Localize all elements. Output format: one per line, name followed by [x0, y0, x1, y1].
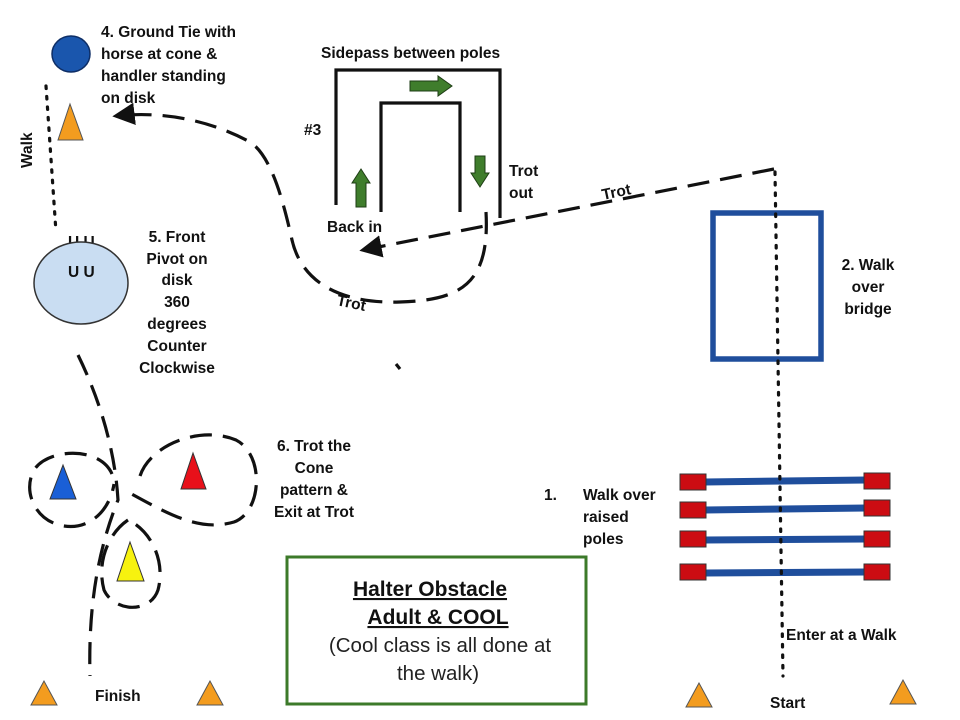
- station-2-line: bridge: [844, 301, 892, 318]
- station-5-line: 360: [164, 294, 190, 311]
- station-2-line: over: [852, 279, 885, 296]
- trot-out-arrow-down: [470, 155, 490, 188]
- station-5-line: disk: [161, 272, 192, 289]
- pole-row-3: [679, 530, 891, 548]
- bridge: [710, 210, 824, 362]
- blue-cone: [49, 463, 77, 500]
- pivot-disk: [33, 241, 129, 325]
- pole-row-4: [679, 563, 891, 581]
- pole-row-2: [679, 499, 891, 519]
- title-line-4: the walk): [397, 662, 479, 685]
- station-4-label: 4. Ground Tie with horse at cone & handl…: [101, 24, 236, 107]
- station-2-line: 2. Walk: [842, 257, 895, 274]
- orange-cone-finish-right: [196, 679, 224, 706]
- station-1-number: 1.: [544, 487, 557, 504]
- sidepass-arrow-right: [409, 75, 453, 97]
- title-line-1: Halter Obstacle: [353, 578, 507, 601]
- title-line-2: Adult & COOL: [367, 606, 508, 629]
- station-4-line: on disk: [101, 90, 156, 107]
- station-4-line: 4. Ground Tie with: [101, 24, 236, 41]
- station-5-line: Pivot on: [146, 251, 207, 268]
- cone-loop-blue: [28, 451, 116, 529]
- station-2-label: 2. Walk over bridge: [842, 257, 895, 318]
- cone-loop-red: [127, 433, 258, 527]
- entry-walk-path: [773, 170, 785, 678]
- trot-out-label: Trot: [509, 163, 538, 180]
- trot-label-bottom: Trot: [335, 292, 367, 315]
- trot-out-label: out: [509, 185, 533, 202]
- orange-cone-start-left: [685, 681, 713, 708]
- red-cone: [180, 451, 207, 490]
- orange-cone-ground-tie: [57, 102, 84, 141]
- walk-path: [44, 84, 58, 234]
- title-line-3: (Cool class is all done at: [329, 634, 551, 657]
- back-in-label: Back in: [327, 219, 382, 236]
- raised-poles: [679, 472, 891, 581]
- pole-end-right: [863, 472, 891, 490]
- station-4-line: handler standing: [101, 68, 226, 85]
- ground-tie-disk: [51, 35, 91, 73]
- pole-end-left: [679, 501, 707, 519]
- station-4-line: horse at cone &: [101, 46, 217, 63]
- start-label: Start: [770, 695, 805, 712]
- trot-route-to-ground-tie: [112, 102, 488, 304]
- orange-cone-finish-left: [30, 679, 58, 706]
- station-5-line: degrees: [147, 316, 206, 333]
- trot-route-to-back-in: [359, 167, 775, 258]
- pole-row-1: [679, 472, 891, 491]
- exit-route-to-finish: [76, 354, 120, 677]
- outer-pole-frame: [334, 68, 502, 218]
- station-6-line: 6. Trot the: [277, 438, 351, 455]
- pole-end-left: [679, 563, 707, 581]
- station-5-line: Clockwise: [139, 360, 215, 377]
- title-box: [285, 555, 588, 706]
- title-text: Halter Obstacle Adult & COOL (Cool class…: [329, 578, 551, 685]
- station-1-line: Walk over: [583, 487, 656, 504]
- pole-end-left: [679, 473, 707, 491]
- station-6-label: 6. Trot the Cone pattern & Exit at Trot: [274, 438, 354, 521]
- station-5-line: 5. Front: [149, 229, 206, 246]
- pole-end-right: [863, 563, 891, 581]
- trot-label-top: Trot: [600, 181, 632, 204]
- station-5-line: Counter: [147, 338, 206, 355]
- inner-pole-frame: [379, 101, 462, 212]
- station-6-line: pattern &: [280, 482, 348, 499]
- station-1-line: poles: [583, 531, 623, 548]
- station-3-number: #3: [304, 122, 322, 139]
- finish-label: Finish: [95, 688, 141, 705]
- pole-end-right: [863, 499, 891, 517]
- enter-label: Enter at a Walk: [786, 627, 897, 644]
- walk-label: Walk: [19, 132, 36, 168]
- yellow-cone: [116, 540, 145, 582]
- pole-end-right: [863, 530, 891, 548]
- orange-cone-start-right: [889, 678, 917, 705]
- station-6-line: Exit at Trot: [274, 504, 354, 521]
- sidepass-header: Sidepass between poles: [321, 45, 500, 62]
- back-in-arrow-up: [351, 168, 371, 208]
- cone-loop-yellow: [100, 518, 162, 609]
- station-1-line: raised: [583, 509, 629, 526]
- hoof-marks-disk: U U: [68, 264, 95, 281]
- pole-end-left: [679, 530, 707, 548]
- stray-mark: [394, 363, 402, 370]
- station-6-line: Cone: [295, 460, 334, 477]
- station-5-label: 5. Front Pivot on disk 360 degrees Count…: [139, 229, 215, 377]
- station-1-label: Walk over raised poles: [583, 487, 656, 548]
